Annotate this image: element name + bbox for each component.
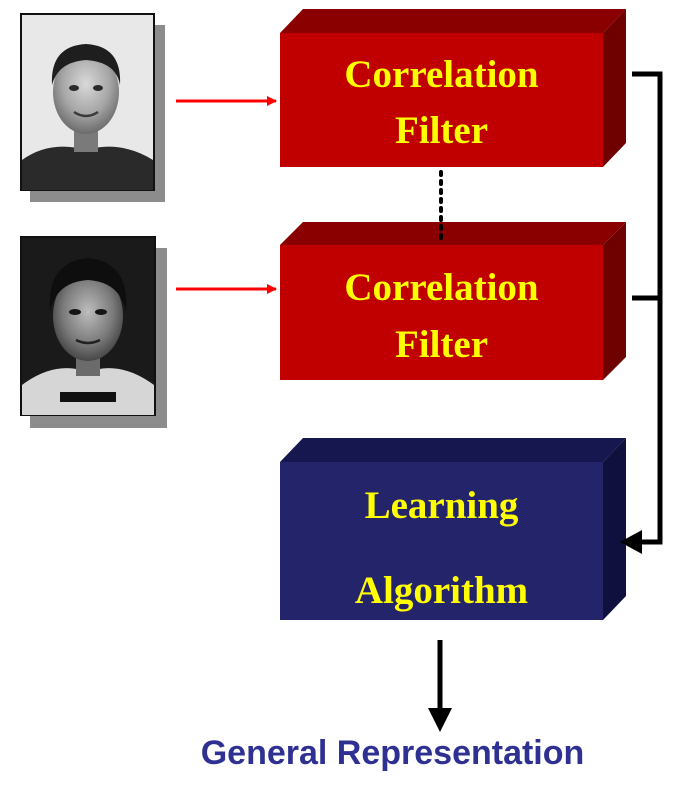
eye-icon [95,309,107,315]
sweater-stripe [60,392,116,402]
sweater-shape [22,368,154,415]
box-top-face [280,438,626,462]
face-shape [53,271,123,361]
output-arrow [428,640,452,732]
box-side-face [603,9,626,167]
filter-1-line1: Correlation [344,53,539,96]
box-front-face [280,33,603,167]
input-photo-1 [20,13,165,202]
eye-icon [93,85,103,91]
box-side-face [603,438,626,620]
filter-output-connector [620,71,663,554]
box-top-face [280,9,626,33]
learning-algorithm-box [280,438,626,620]
eye-icon [69,85,79,91]
face-shape [53,50,119,134]
box-side-face [603,222,626,380]
shirt-shape [22,146,153,190]
bracket-line [632,71,663,545]
learner-line1: Learning [364,484,519,527]
hair-shape [51,44,121,85]
mouth-shape [73,110,99,118]
output-label: General Representation [200,734,585,772]
arrow-down-icon [428,708,452,732]
eye-icon [69,309,81,315]
mouth-shape [75,338,101,345]
filter-2-label: Correlation Filter [280,245,603,380]
filter-1-line2: Filter [394,109,489,152]
learner-label: Learning Algorithm [280,462,603,620]
arrow-head-icon [620,530,642,554]
box-front-face [280,245,603,380]
filter-1-label: Correlation Filter [280,33,603,167]
learner-line2: Algorithm [354,569,529,612]
filter-2-line2: Filter [394,323,489,366]
hair-shape [49,258,127,312]
input-photo-2 [20,236,167,428]
correlation-filter-box-1 [280,9,626,167]
box-top-face [280,222,626,245]
correlation-filter-box-2 [280,222,626,380]
box-front-face [280,462,603,620]
filter-2-line1: Correlation [344,266,539,309]
